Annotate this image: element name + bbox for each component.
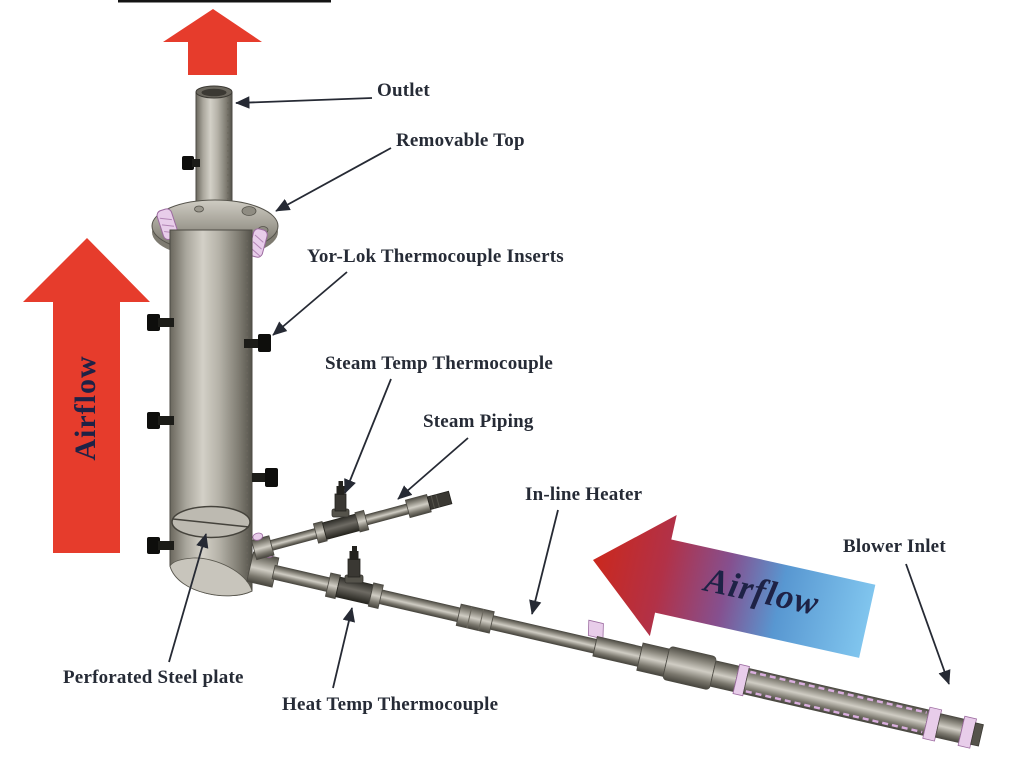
label-heat-temp-thermocouple: Heat Temp Thermocouple (282, 694, 499, 715)
blower-inlet-end (922, 706, 984, 749)
leader-lines (168, 96, 951, 689)
leader-inline-heater (529, 509, 559, 615)
airflow-up-arrow-icon (23, 238, 150, 553)
inline-heater-body (662, 646, 717, 690)
perforated-plate (171, 505, 251, 539)
outlet-fitting (182, 156, 194, 170)
label-yor-lok-inserts: Yor-Lok Thermocouple Inserts (307, 246, 564, 267)
airflow-vertical-text: Airflow (69, 355, 102, 461)
leader-steam-piping (397, 437, 469, 500)
airflow-gradient-arrow-icon (593, 515, 876, 658)
yor-lok-insert-left-3 (147, 537, 174, 554)
yor-lok-insert-left-2 (147, 412, 174, 429)
leader-perforated-plate (168, 533, 209, 663)
top-edge-line (118, 0, 331, 3)
leader-blower-inlet (905, 563, 951, 685)
label-steam-piping: Steam Piping (423, 411, 534, 432)
yor-lok-insert-left-1 (147, 314, 174, 331)
steam-temp-tee (321, 513, 361, 540)
label-blower-inlet: Blower Inlet (843, 536, 946, 557)
steam-temp-thermocouple-part (331, 481, 350, 518)
leader-yor-lok (272, 271, 348, 336)
label-steam-temp-thermocouple: Steam Temp Thermocouple (325, 353, 554, 374)
leader-outlet (235, 96, 373, 109)
leader-removable-top (275, 147, 392, 212)
yor-lok-insert-right-1 (244, 334, 271, 352)
heat-temp-thermocouple-part (344, 546, 364, 584)
leader-heat-temp (332, 607, 356, 689)
leader-steam-temp (344, 378, 392, 494)
exhaust-up-arrow-icon (163, 9, 262, 75)
steam-pipe-assembly (251, 490, 453, 561)
label-outlet: Outlet (377, 80, 430, 101)
main-cylinder (169, 229, 253, 597)
label-perforated-steel-plate: Perforated Steel plate (63, 667, 244, 688)
flange-clamp-right (248, 228, 268, 258)
yor-lok-insert-right-2 (252, 468, 278, 487)
label-inline-heater: In-line Heater (525, 484, 643, 505)
label-removable-top: Removable Top (396, 130, 525, 151)
heater-pipe-assembly (246, 548, 984, 749)
